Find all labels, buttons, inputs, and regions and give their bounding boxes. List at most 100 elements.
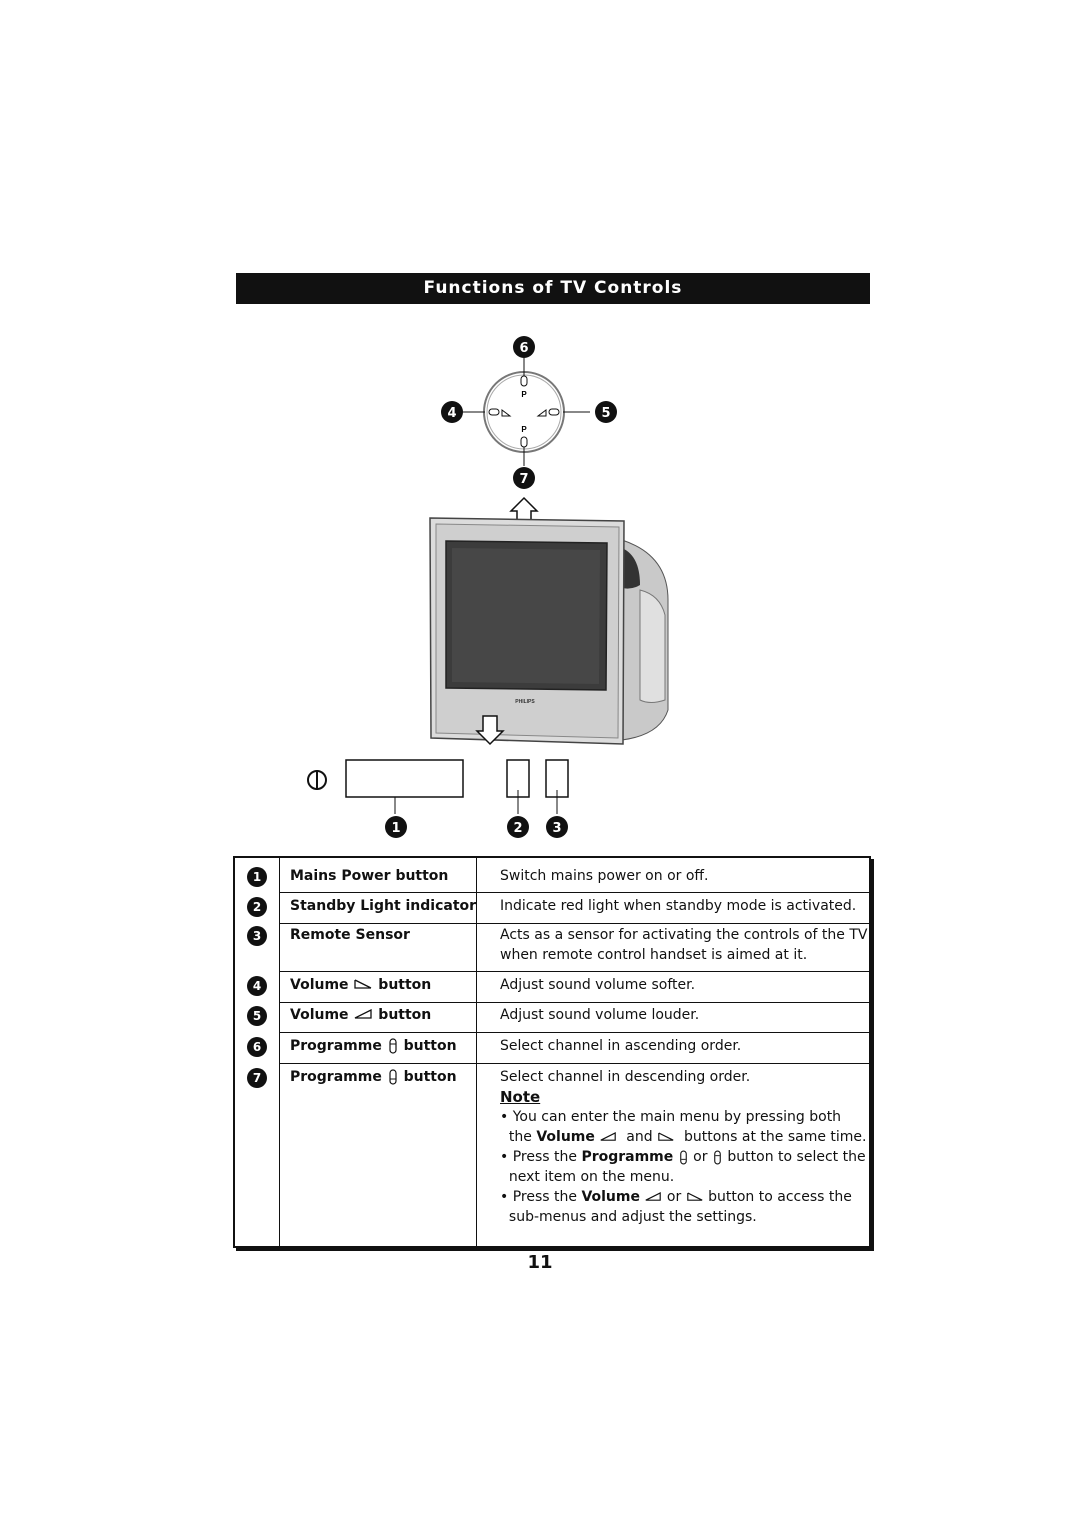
row-separator — [280, 892, 869, 893]
programme-down-knob-icon — [520, 436, 528, 448]
page-title: Functions of TV Controls — [236, 273, 870, 304]
note-bullet-3-line-1: • Press the Volume or button to access t… — [500, 1187, 866, 1207]
note-text: buttons at the same time. — [683, 1129, 867, 1145]
volume-up-ramp-icon — [536, 409, 547, 417]
badge-5: 5 — [595, 401, 617, 423]
control-name-label: Programme — [290, 1069, 382, 1085]
dial-p-bottom-label: P — [521, 425, 527, 434]
row-separator — [280, 923, 869, 924]
table-divider — [279, 858, 280, 1246]
control-name: Volume button — [290, 1007, 431, 1023]
volume-down-icon — [686, 1191, 703, 1201]
volume-down-knob-icon — [488, 408, 500, 416]
note-bullet-2-line-2: next item on the menu. — [500, 1167, 866, 1187]
note-title: Note — [500, 1088, 541, 1106]
note-text: and — [626, 1129, 653, 1145]
svg-text:7: 7 — [519, 472, 528, 487]
programme-up-icon — [714, 1150, 721, 1164]
note-bullet-1-line-2: the Volume and buttons at the same time. — [500, 1127, 867, 1147]
svg-text:1: 1 — [391, 821, 400, 836]
control-name-suffix: button — [378, 977, 432, 993]
badge-3: 3 — [546, 816, 568, 838]
row-badge: 1 — [247, 867, 267, 887]
control-dial: P P — [460, 358, 590, 466]
control-description: Indicate red light when standby mode is … — [500, 898, 857, 914]
description-line: Select channel in descending order. — [500, 1069, 751, 1085]
dial-p-top-label: P — [521, 390, 527, 399]
control-description: Acts as a sensor for activating the cont… — [500, 925, 867, 965]
row-badge: 3 — [247, 926, 267, 946]
note-text: sub-menus and adjust the settings. — [508, 1209, 757, 1225]
row-separator — [280, 1002, 869, 1003]
note-keyword: Volume — [581, 1189, 640, 1205]
control-name-label: Volume — [290, 977, 349, 993]
control-description: Switch mains power on or off. — [500, 868, 709, 884]
control-name-label: Volume — [290, 1007, 349, 1023]
table-divider — [476, 858, 477, 1246]
tv-controls-diagram: P P 6 4 5 7 PHILIPS — [307, 336, 669, 838]
programme-down-icon — [679, 1150, 687, 1164]
page-number: 11 — [527, 1252, 553, 1273]
control-description: Select channel in descending order. Note… — [500, 1067, 866, 1227]
control-name: Volume button — [290, 977, 431, 993]
note-text: button to select the — [727, 1149, 866, 1165]
badge-2: 2 — [507, 816, 529, 838]
note-text: the — [508, 1129, 532, 1145]
note-text: or — [693, 1149, 708, 1165]
programme-up-knob-icon — [520, 375, 528, 387]
badge-1: 1 — [385, 816, 407, 838]
control-name-suffix: button — [403, 1038, 457, 1054]
tv-brand-logo: PHILIPS — [515, 699, 535, 705]
control-name-label: Programme — [290, 1038, 382, 1054]
volume-down-icon — [658, 1131, 674, 1141]
svg-text:5: 5 — [601, 406, 610, 421]
row-badge: 4 — [247, 976, 267, 996]
note-bullet-1-line-1: • You can enter the main menu by pressin… — [500, 1109, 842, 1125]
row-badge: 2 — [247, 897, 267, 917]
control-description: Adjust sound volume louder. — [500, 1007, 700, 1023]
badge-6: 6 — [513, 336, 535, 358]
note-bullet-3-line-2: sub-menus and adjust the settings. — [500, 1207, 866, 1227]
tv-set: PHILIPS — [429, 517, 669, 745]
control-name-suffix: button — [403, 1069, 457, 1085]
svg-text:4: 4 — [447, 406, 456, 421]
note-keyword: Volume — [536, 1129, 595, 1145]
note-text: next item on the menu. — [508, 1169, 675, 1185]
control-description: Adjust sound volume softer. — [500, 977, 696, 993]
svg-text:3: 3 — [552, 821, 561, 836]
control-name: Standby Light indicator — [290, 898, 477, 914]
volume-up-icon — [600, 1131, 617, 1141]
note-text: • Press the — [500, 1189, 577, 1205]
svg-text:2: 2 — [513, 821, 522, 836]
note-text: or — [666, 1189, 682, 1205]
programme-down-icon — [389, 1069, 397, 1085]
volume-down-icon — [354, 979, 372, 989]
row-separator — [280, 971, 869, 972]
control-name: Programme button — [290, 1069, 457, 1085]
volume-down-ramp-icon — [501, 409, 512, 417]
row-badge: 7 — [247, 1068, 267, 1088]
description-line: Acts as a sensor for activating the cont… — [500, 927, 868, 943]
note-text: • Press the — [500, 1149, 577, 1165]
row-separator — [280, 1032, 869, 1033]
badge-4: 4 — [441, 401, 463, 423]
power-symbol-icon — [307, 770, 327, 790]
control-name: Programme button — [290, 1038, 457, 1054]
note-bullet-2-line-1: • Press the Programme or button to selec… — [500, 1147, 866, 1167]
control-name: Mains Power button — [290, 868, 449, 884]
row-badge: 6 — [247, 1037, 267, 1057]
description-line: when remote control handset is aimed at … — [500, 947, 808, 963]
row-badge: 5 — [247, 1006, 267, 1026]
badge-7: 7 — [513, 467, 535, 489]
control-name: Remote Sensor — [290, 927, 410, 943]
control-name-suffix: button — [378, 1007, 432, 1023]
control-description: Select channel in ascending order. — [500, 1038, 742, 1054]
programme-up-icon — [389, 1038, 397, 1054]
volume-up-icon — [355, 1009, 373, 1019]
controls-table: 1 Mains Power button Switch mains power … — [233, 856, 871, 1248]
volume-up-knob-icon — [548, 408, 560, 416]
svg-text:6: 6 — [519, 341, 528, 356]
note-text: button to access the — [708, 1189, 852, 1205]
volume-up-icon — [645, 1191, 662, 1201]
row-separator — [280, 1063, 869, 1064]
